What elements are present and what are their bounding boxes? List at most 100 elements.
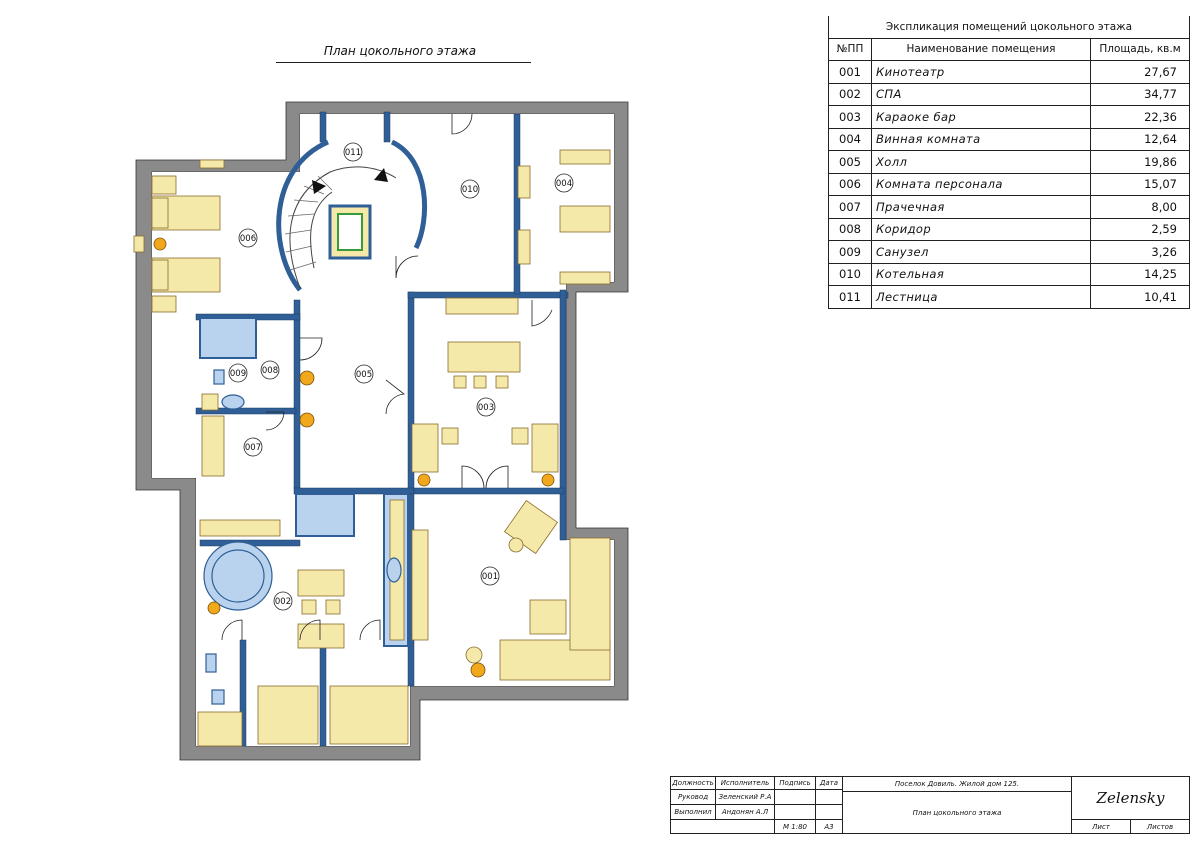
- room-label-text: 008: [262, 366, 278, 376]
- tb-role-1: Руковод: [670, 789, 716, 805]
- explication-caption: Экспликация помещений цокольного этажа: [828, 16, 1190, 39]
- tb-header-executor: Исполнитель: [715, 776, 775, 790]
- explication-cell-name: Караоке бар: [871, 105, 1091, 129]
- plumbing: [203, 369, 402, 705]
- tb-project: Поселок Довиль. Жилой дом 125.: [842, 776, 1072, 792]
- explication-cell-name: Прачечная: [871, 195, 1091, 219]
- explication-cell-area: 12,64: [1090, 127, 1190, 151]
- room-label-text: 005: [356, 370, 372, 380]
- explication-cell-area: 3,26: [1090, 240, 1190, 264]
- explication-cell-name: Кинотеатр: [871, 60, 1091, 84]
- explication-cell-area: 19,86: [1090, 150, 1190, 174]
- tb-date-1: [815, 789, 843, 805]
- explication-cell-num: 007: [828, 195, 872, 219]
- explication-cell-area: 22,36: [1090, 105, 1190, 129]
- room-label-005: 005: [354, 364, 374, 384]
- tb-logo: Zelensky: [1071, 776, 1190, 820]
- explication-cell-name: Лестница: [871, 285, 1091, 309]
- tb-sheet: Лист: [1071, 819, 1131, 834]
- room-label-006: 006: [238, 228, 258, 248]
- room-label-text: 001: [482, 572, 498, 582]
- explication-cell-num: 002: [828, 82, 872, 106]
- room-label-text: 011: [345, 148, 361, 158]
- explication-cell-num: 005: [828, 150, 872, 174]
- tb-empty: [670, 819, 775, 834]
- room-label-text: 002: [275, 597, 291, 607]
- tb-header-date: Дата: [815, 776, 843, 790]
- explication-cell-num: 004: [828, 127, 872, 151]
- tb-name-1: Зеленский Р.А: [715, 789, 775, 805]
- room-label-008: 008: [260, 360, 280, 380]
- explication-cell-num: 006: [828, 172, 872, 196]
- tb-format: А3: [815, 819, 843, 834]
- tb-sign-1: [774, 789, 816, 805]
- header-area: Площадь, кв.м: [1090, 37, 1190, 61]
- tb-sheet-title: План цокольного этажа: [842, 791, 1072, 834]
- room-label-007: 007: [243, 437, 263, 457]
- explication-cell-num: 001: [828, 60, 872, 84]
- plan-title: План цокольного этажа: [323, 44, 477, 58]
- explication-cell-name: Санузел: [871, 240, 1091, 264]
- room-label-text: 007: [245, 443, 261, 453]
- header-num: №ПП: [828, 37, 872, 61]
- room-label-text: 003: [478, 403, 494, 413]
- explication-cell-area: 14,25: [1090, 262, 1190, 286]
- explication-cell-area: 15,07: [1090, 172, 1190, 196]
- tb-sheets: Листов: [1130, 819, 1190, 834]
- room-label-002: 002: [273, 591, 293, 611]
- explication-cell-area: 27,67: [1090, 60, 1190, 84]
- explication-cell-num: 010: [828, 262, 872, 286]
- explication-cell-num: 003: [828, 105, 872, 129]
- room-label-004: 004: [554, 173, 574, 193]
- room-label-text: 009: [230, 369, 246, 379]
- explication-cell-area: 8,00: [1090, 195, 1190, 219]
- explication-cell-num: 011: [828, 285, 872, 309]
- tb-name-2: Андонян А.Л: [715, 804, 775, 820]
- explication-cell-name: Винная комната: [871, 127, 1091, 151]
- tb-role-2: Выполнил: [670, 804, 716, 820]
- room-label-009: 009: [228, 363, 248, 383]
- header-name: Наименование помещения: [871, 37, 1091, 61]
- explication-cell-num: 008: [828, 217, 872, 241]
- explication-cell-area: 10,41: [1090, 285, 1190, 309]
- tb-header-signature: Подпись: [774, 776, 816, 790]
- tb-scale: М 1:80: [774, 819, 816, 834]
- explication-table: Экспликация помещений цокольного этажа №…: [828, 16, 1190, 309]
- room-label-001: 001: [480, 566, 500, 586]
- room-label-text: 006: [240, 234, 256, 244]
- plan-title-underline: [276, 62, 531, 63]
- title-block: Должность Исполнитель Подпись Дата Руков…: [670, 776, 1190, 834]
- tb-sign-2: [774, 804, 816, 820]
- room-label-text: 010: [462, 185, 478, 195]
- room-labels: 001 002 003 004 005 006 007 008 009 010 011: [228, 142, 574, 611]
- floor-plan: 001 002 003 004 005 006 007 008 009 010 011: [133, 101, 629, 761]
- tb-header-position: Должность: [670, 776, 716, 790]
- room-label-003: 003: [476, 397, 496, 417]
- explication-cell-area: 34,77: [1090, 82, 1190, 106]
- lamps: [153, 237, 555, 678]
- explication-cell-name: Котельная: [871, 262, 1091, 286]
- staircase: [276, 139, 427, 292]
- explication-cell-area: 2,59: [1090, 217, 1190, 241]
- explication-cell-name: СПА: [871, 82, 1091, 106]
- tb-date-2: [815, 804, 843, 820]
- room-label-text: 004: [556, 179, 572, 189]
- doors: [221, 113, 553, 641]
- explication-cell-num: 009: [828, 240, 872, 264]
- room-label-010: 010: [460, 179, 480, 199]
- room-label-011: 011: [343, 142, 363, 162]
- explication-cell-name: Комната персонала: [871, 172, 1091, 196]
- explication-cell-name: Коридор: [871, 217, 1091, 241]
